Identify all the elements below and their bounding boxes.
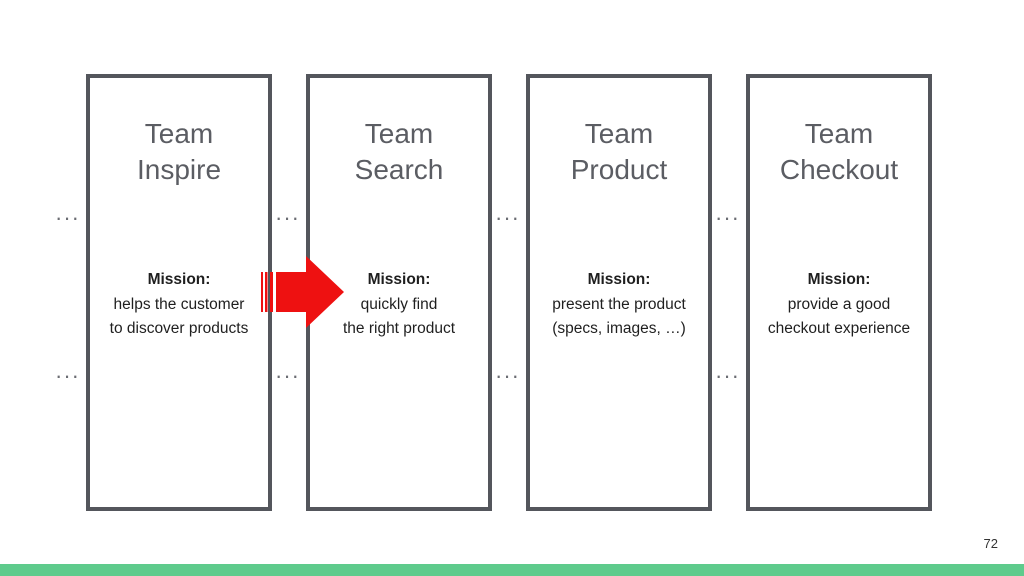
team-inspire-mission-line2: to discover products bbox=[109, 320, 249, 337]
team-product-title-line2: Product bbox=[570, 154, 668, 185]
team-inspire-title-line1: Team bbox=[144, 118, 214, 149]
team-product-title: Team Product bbox=[530, 116, 708, 188]
connector-dots: ··· bbox=[275, 205, 300, 230]
footer-bar bbox=[0, 564, 1024, 576]
team-checkout-box: Team Checkout Mission: provide a good ch… bbox=[746, 74, 932, 511]
team-search-mission: Mission: quickly find the right product bbox=[290, 268, 508, 342]
red-arrow-icon bbox=[261, 256, 344, 328]
team-product-title-line1: Team bbox=[584, 118, 654, 149]
team-checkout-mission-line2: checkout experience bbox=[767, 320, 911, 337]
team-checkout-mission-line1: provide a good bbox=[787, 295, 891, 313]
team-search-title-line2: Search bbox=[354, 154, 444, 185]
connector-dots: ··· bbox=[275, 363, 300, 388]
team-product-box: Team Product Mission: present the produc… bbox=[526, 74, 712, 511]
connector-dots: ··· bbox=[715, 363, 740, 388]
team-product-mission-line1: present the product bbox=[552, 295, 686, 313]
team-checkout-title: Team Checkout bbox=[750, 116, 928, 188]
connector-dots: ··· bbox=[55, 205, 80, 230]
team-search-title-line1: Team bbox=[364, 118, 434, 149]
team-checkout-title-line2: Checkout bbox=[779, 154, 899, 185]
team-checkout-mission: Mission: provide a good checkout experie… bbox=[730, 268, 948, 342]
team-inspire-mission: Mission: helps the customer to discover … bbox=[70, 268, 288, 342]
team-inspire-title: Team Inspire bbox=[90, 116, 268, 188]
connector-dots: ··· bbox=[495, 205, 520, 230]
team-inspire-mission-label: Mission: bbox=[147, 271, 211, 288]
team-search-mission-line1: quickly find bbox=[360, 295, 438, 313]
team-search-mission-line2: the right product bbox=[342, 320, 455, 337]
team-search-title: Team Search bbox=[310, 116, 488, 188]
team-inspire-box: Team Inspire Mission: helps the customer… bbox=[86, 74, 272, 511]
team-product-mission-line2: (specs, images, …) bbox=[552, 320, 686, 337]
team-search-box: Team Search Mission: quickly find the ri… bbox=[306, 74, 492, 511]
connector-dots: ··· bbox=[495, 363, 520, 388]
team-inspire-title-line2: Inspire bbox=[136, 154, 222, 185]
connector-dots: ··· bbox=[55, 363, 80, 388]
team-checkout-mission-label: Mission: bbox=[807, 271, 871, 288]
team-inspire-mission-line1: helps the customer bbox=[113, 295, 245, 313]
connector-dots: ··· bbox=[715, 205, 740, 230]
team-checkout-title-line1: Team bbox=[804, 118, 874, 149]
team-product-mission-label: Mission: bbox=[587, 271, 651, 288]
team-product-mission: Mission: present the product (specs, ima… bbox=[510, 268, 728, 342]
team-search-mission-label: Mission: bbox=[367, 271, 431, 288]
page-number: 72 bbox=[983, 536, 998, 551]
